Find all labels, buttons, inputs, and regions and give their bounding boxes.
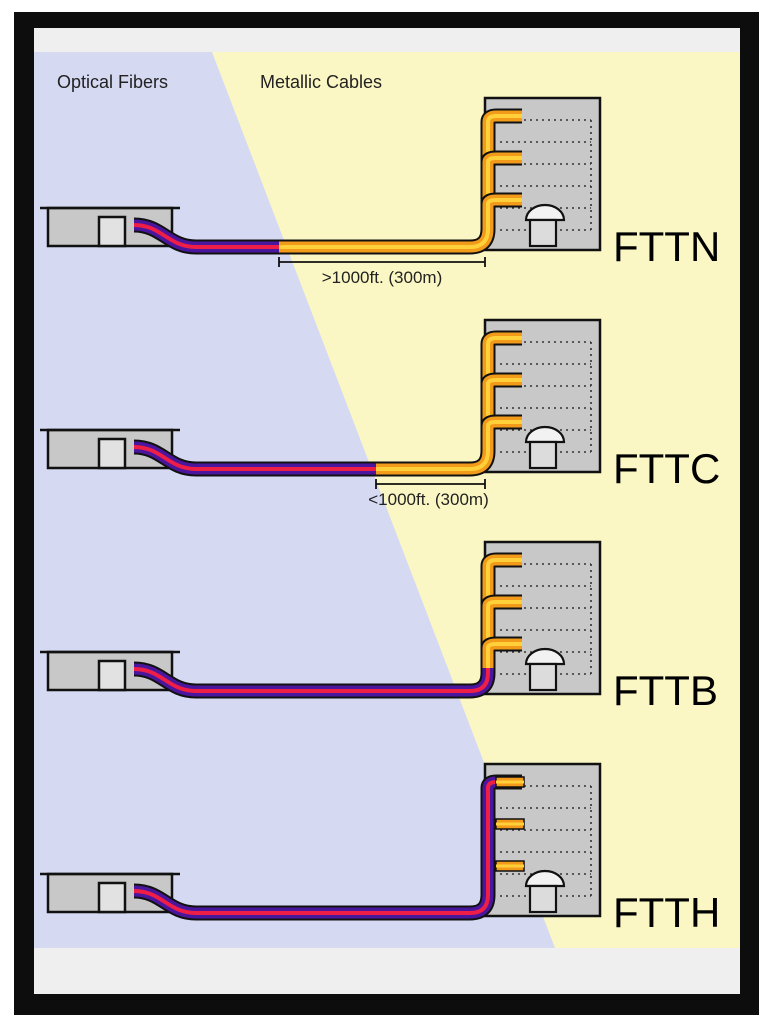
building-floor-grid [500, 785, 592, 897]
terminal-cap [524, 869, 566, 888]
terminal-box [528, 662, 558, 692]
central-office-door [97, 437, 127, 470]
fiber-cable [133, 774, 522, 921]
fiber-cable [133, 217, 279, 255]
metallic-cable [279, 108, 522, 255]
terminal-box [528, 218, 558, 248]
distance-bracket [375, 479, 486, 489]
terminal-cap [524, 425, 566, 444]
terminal-box [528, 884, 558, 914]
metallic-drop-core [496, 780, 524, 784]
fiber-cable [133, 661, 496, 699]
row-fttn: >1000ft. (300m) FTTN [40, 96, 720, 287]
metallic-drop [480, 372, 522, 388]
metallic-drop [480, 192, 522, 208]
building-floor-grid [500, 563, 592, 675]
building-floor-grid [500, 119, 592, 231]
distance-label: >1000ft. (300m) [322, 268, 443, 287]
metallic-drop-core [496, 822, 524, 826]
fttx-label-fttn: FTTN [613, 223, 720, 270]
metallic-drop [480, 150, 522, 166]
metallic-cables-label: Metallic Cables [260, 72, 382, 92]
fttx-label-ftth: FTTH [613, 889, 720, 936]
fttx-label-fttc: FTTC [613, 445, 720, 492]
metallic-drop [480, 414, 522, 430]
metallic-drop [480, 636, 522, 652]
central-office-door [97, 215, 127, 248]
row-fttb: FTTB [40, 540, 718, 714]
row-fttc: <1000ft. (300m) FTTC [40, 318, 720, 509]
metallic-drop-core [496, 864, 524, 868]
terminal-box [528, 440, 558, 470]
rows-layer: >1000ft. (300m) FTTN <1000ft. (300m) FTTC FT… [40, 96, 720, 936]
central-office-door [97, 659, 127, 692]
fttx-label-fttb: FTTB [613, 667, 718, 714]
metallic-cable [376, 330, 522, 477]
central-office-door [97, 881, 127, 914]
terminal-cap [524, 203, 566, 222]
terminal-cap [524, 647, 566, 666]
metallic-drop [480, 594, 522, 610]
fiber-cable [133, 439, 376, 477]
fiber-region [34, 52, 555, 948]
row-ftth: FTTH [40, 762, 720, 936]
metallic-cable [480, 552, 522, 668]
building-floor-grid [500, 341, 592, 453]
optical-fibers-label: Optical Fibers [57, 72, 168, 92]
distance-bracket [278, 257, 486, 267]
distance-label: <1000ft. (300m) [368, 490, 489, 509]
